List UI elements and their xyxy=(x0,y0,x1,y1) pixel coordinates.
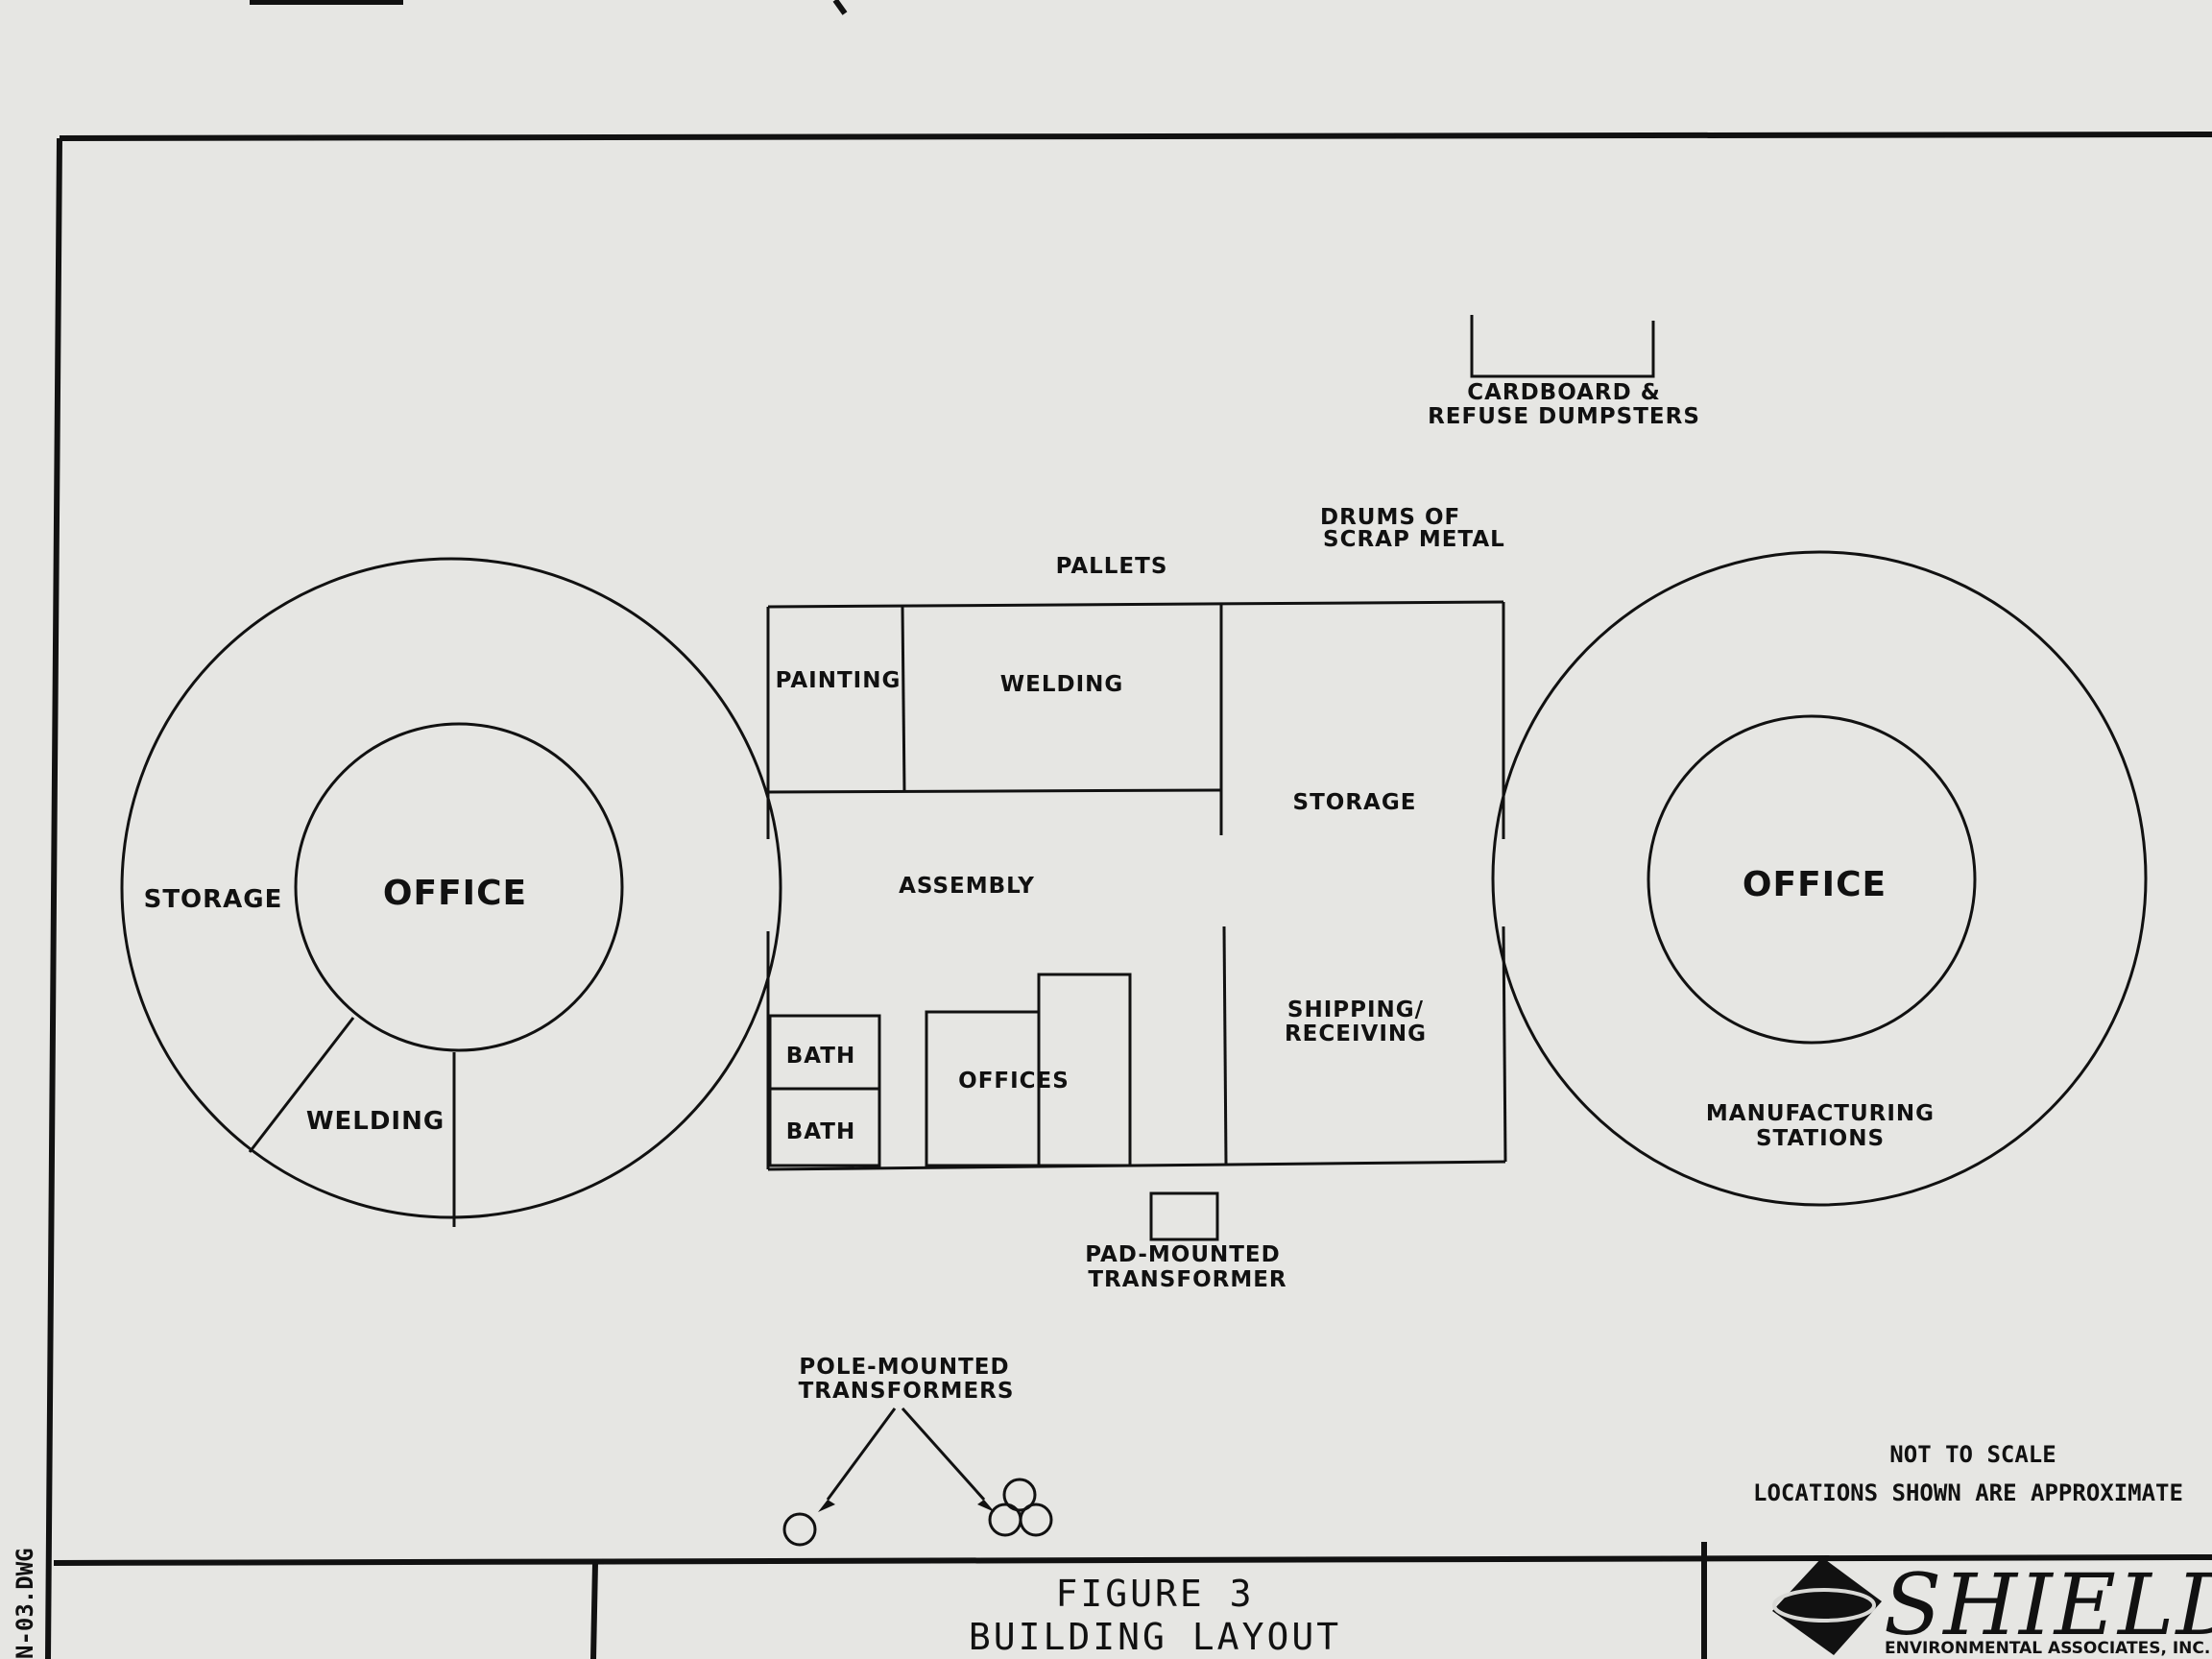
company-logo: SHIELD ENVIRONMENTAL ASSOCIATES, INC. xyxy=(1772,1555,2212,1658)
center-storage-label: STORAGE xyxy=(1293,790,1417,815)
drawing-file-id: N-03.DWG xyxy=(12,1548,38,1659)
left-welding-label: WELDING xyxy=(306,1107,445,1136)
pallets-label: PALLETS xyxy=(1056,554,1168,579)
logo-diamond-emblem xyxy=(1772,1557,1882,1655)
arrowhead-right xyxy=(977,1500,995,1512)
arrowhead-left xyxy=(818,1500,835,1512)
center-building: PAINTING WELDING STORAGE ASSEMBLY SHIPPI… xyxy=(766,600,1507,1171)
center-top-wall xyxy=(767,600,1504,609)
right-office-wall xyxy=(1647,714,1977,1045)
pole-transformers-label-line1: POLE-MOUNTED xyxy=(799,1355,1009,1380)
shipping-label-line2: RECEIVING xyxy=(1285,1022,1427,1046)
left-welding-partition-1 xyxy=(248,1017,355,1153)
company-name: SHIELD xyxy=(1884,1555,2212,1654)
pole-transformer-cluster-right xyxy=(1019,1503,1053,1537)
shipping-partition xyxy=(1222,926,1228,1165)
offices-room-2 xyxy=(1037,973,1132,1167)
pole-transformers: POLE-MOUNTED TRANSFORMERS xyxy=(782,1355,1053,1547)
bath-label-2: BATH xyxy=(786,1119,855,1144)
painting-welding-partition xyxy=(901,606,906,793)
figure-number: FIGURE 3 xyxy=(1055,1573,1254,1615)
drums-label-line2: SCRAP METAL xyxy=(1323,527,1505,552)
title-block-divider-1 xyxy=(590,1562,598,1659)
left-building-outer-wall xyxy=(120,557,782,1219)
assembly-label: ASSEMBLY xyxy=(899,874,1035,899)
offices-label: OFFICES xyxy=(958,1069,1070,1094)
left-storage-label: STORAGE xyxy=(144,885,283,914)
pad-transformer: PAD-MOUNTED TRANSFORMER xyxy=(1085,1191,1286,1292)
pad-transformer-label-line1: PAD-MOUNTED xyxy=(1085,1242,1280,1267)
manufacturing-label-line1: MANUFACTURING xyxy=(1706,1101,1935,1126)
paint-weld-bottom-wall xyxy=(767,788,1222,794)
left-office-wall xyxy=(294,722,624,1052)
dumpsters-label-line1: CARDBOARD & xyxy=(1467,380,1661,405)
top-fragment-tick xyxy=(832,0,848,15)
not-to-scale-note: NOT TO SCALE xyxy=(1889,1441,2056,1468)
right-building-outer-wall xyxy=(1491,550,2148,1207)
pole-transformer-single xyxy=(782,1512,817,1547)
left-office-label: OFFICE xyxy=(383,874,527,913)
pole-transformers-label-line2: TRANSFORMERS xyxy=(799,1379,1015,1404)
pole-pointer-right xyxy=(901,1407,986,1502)
bath-block xyxy=(768,1014,881,1167)
right-building: OFFICE MANUFACTURING STATIONS xyxy=(1491,550,2148,1207)
drums-label-line1: DRUMS OF xyxy=(1320,505,1460,530)
logo-ring xyxy=(1772,1588,1876,1623)
pole-transformer-cluster-top xyxy=(1002,1478,1037,1512)
shipping-label-line1: SHIPPING/ xyxy=(1287,998,1424,1022)
right-office-label: OFFICE xyxy=(1743,865,1887,904)
dumpsters-label-line2: REFUSE DUMPSTERS xyxy=(1428,404,1700,429)
dumpsters: CARDBOARD & REFUSE DUMPSTERS xyxy=(1428,315,1700,429)
center-welding-label: WELDING xyxy=(1000,672,1124,697)
painting-label: PAINTING xyxy=(776,668,902,693)
pad-transformer-symbol xyxy=(1149,1191,1219,1241)
pole-pointer-left xyxy=(826,1407,897,1501)
dumpster-pad xyxy=(1470,315,1655,378)
center-bottom-wall xyxy=(767,1160,1506,1171)
pad-transformer-label-line2: TRANSFORMER xyxy=(1088,1267,1286,1292)
figure-title: BUILDING LAYOUT xyxy=(969,1616,1341,1658)
approximate-locations-note: LOCATIONS SHOWN ARE APPROXIMATE xyxy=(1753,1479,2183,1506)
bath-label-1: BATH xyxy=(786,1044,855,1069)
company-subtitle: ENVIRONMENTAL ASSOCIATES, INC. xyxy=(1885,1639,2210,1658)
drawing-border xyxy=(45,132,2212,1659)
left-building: OFFICE STORAGE WELDING xyxy=(120,557,782,1227)
manufacturing-label-line2: STATIONS xyxy=(1756,1126,1885,1151)
title-block-top-line xyxy=(53,1554,2212,1566)
